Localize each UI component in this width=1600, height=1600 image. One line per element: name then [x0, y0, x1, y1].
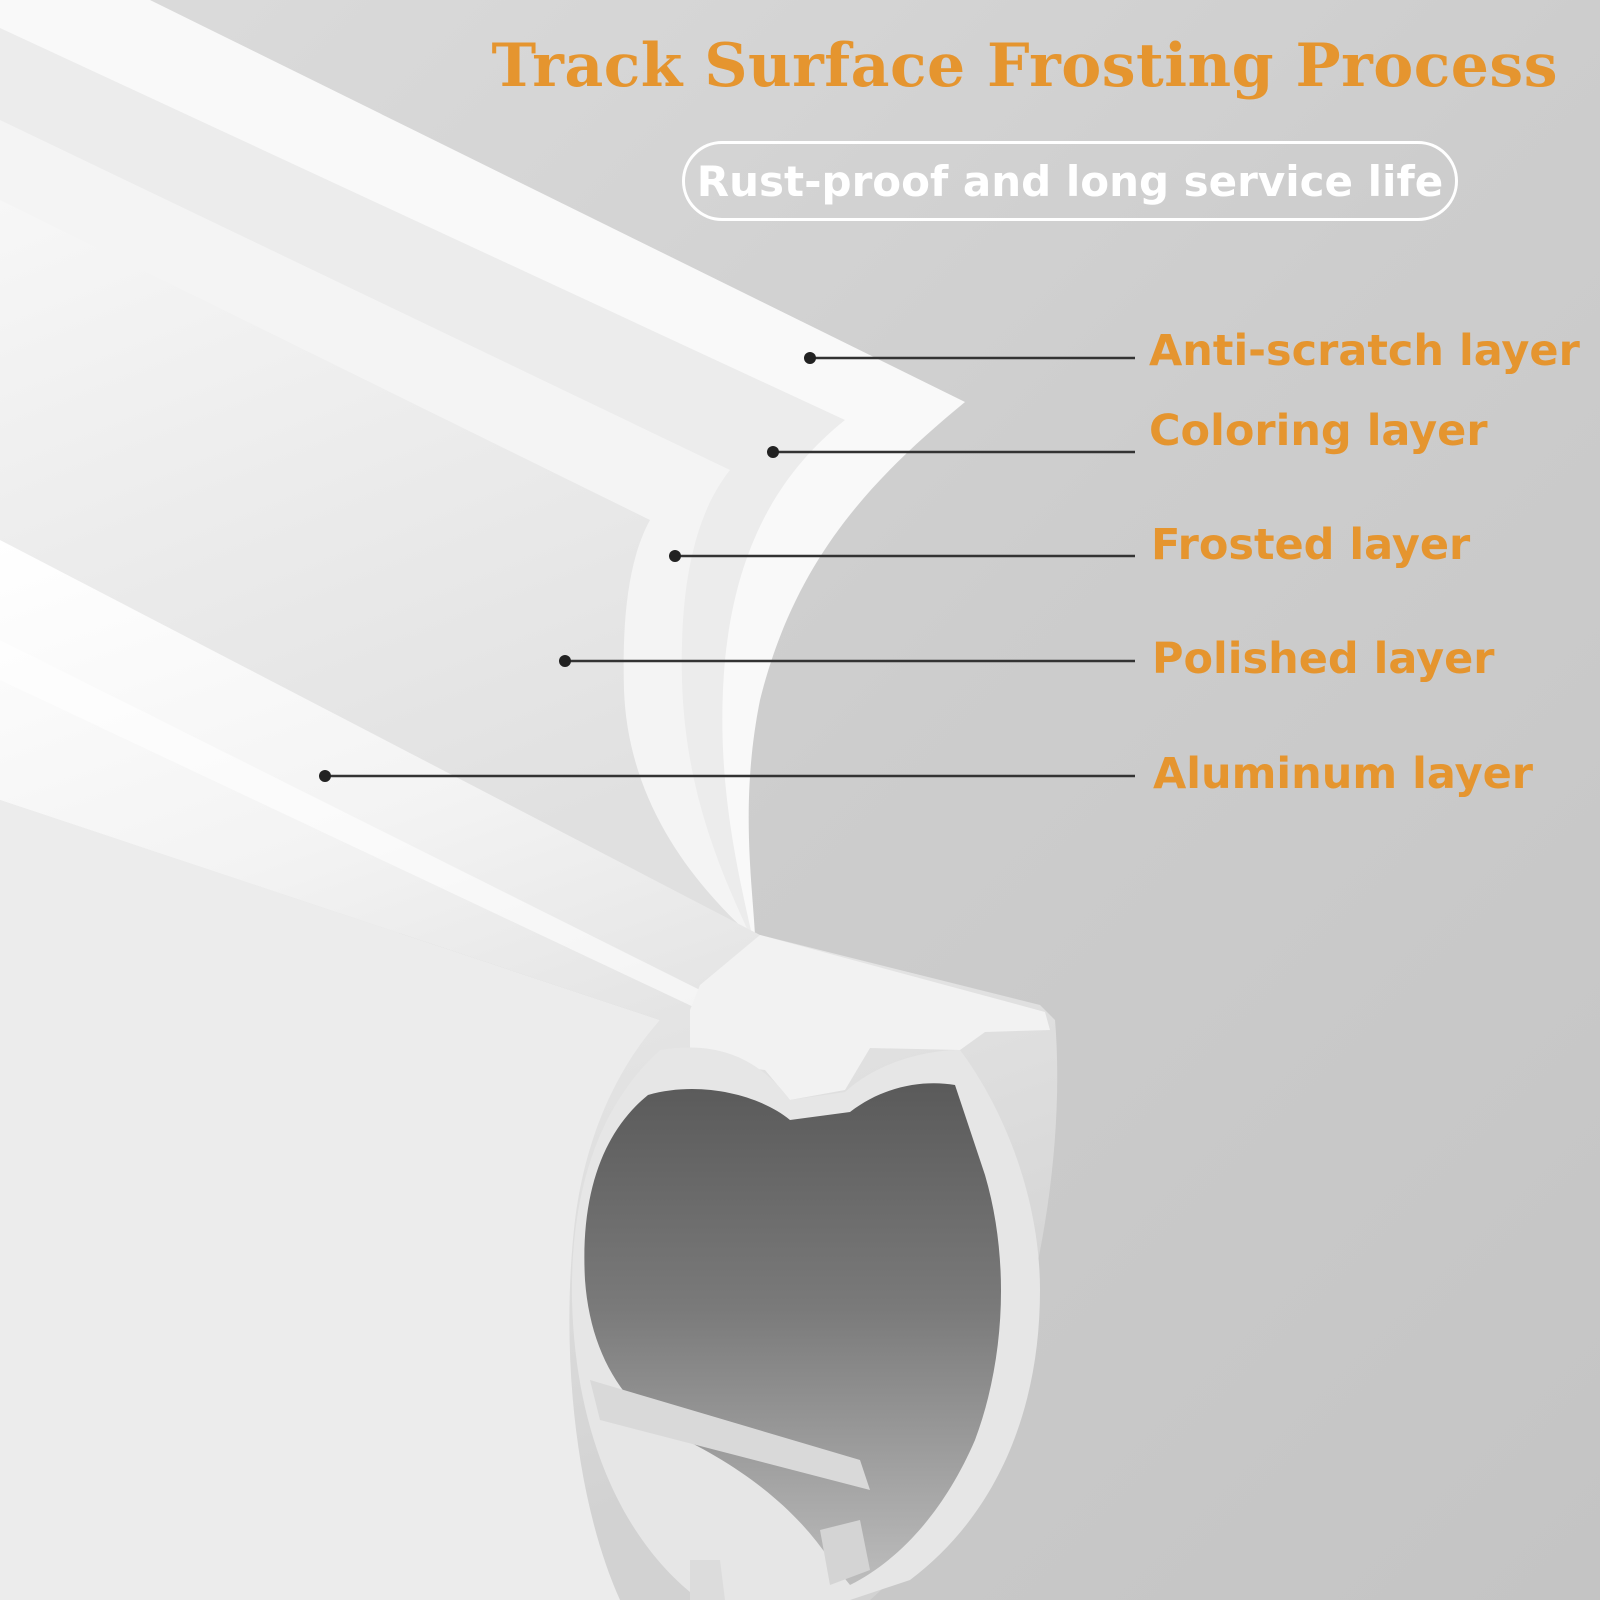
label-polished-layer: Polished layer — [1152, 634, 1495, 684]
callout-lines — [325, 356, 1135, 778]
tube-highlight — [0, 640, 700, 1010]
label-anti-scratch-layer: Anti-scratch layer — [1149, 326, 1580, 376]
subtitle-badge: Rust-proof and long service life — [682, 141, 1458, 221]
callout-dot-aluminum — [319, 770, 331, 782]
label-coloring-layer: Coloring layer — [1149, 406, 1488, 456]
page-title: Track Surface Frosting Process — [491, 31, 1558, 101]
tube-lower-body — [0, 800, 660, 1600]
inner-rail-groove — [590, 1380, 870, 1490]
label-frosted-layer: Frosted layer — [1151, 520, 1471, 570]
callout-dot-frosted — [669, 550, 681, 562]
callout-dot-coloring — [767, 446, 779, 458]
callout-dot-polished — [559, 655, 571, 667]
callout-dots — [319, 352, 816, 782]
callout-dot-anti-scratch — [804, 352, 816, 364]
bottom-slot-left — [690, 1560, 725, 1600]
tube-interior — [584, 1083, 1002, 1585]
subtitle-text: Rust-proof and long service life — [696, 156, 1444, 206]
top-rail — [690, 935, 1050, 1100]
label-aluminum-layer: Aluminum layer — [1153, 749, 1534, 799]
bottom-slot-right — [820, 1520, 870, 1585]
